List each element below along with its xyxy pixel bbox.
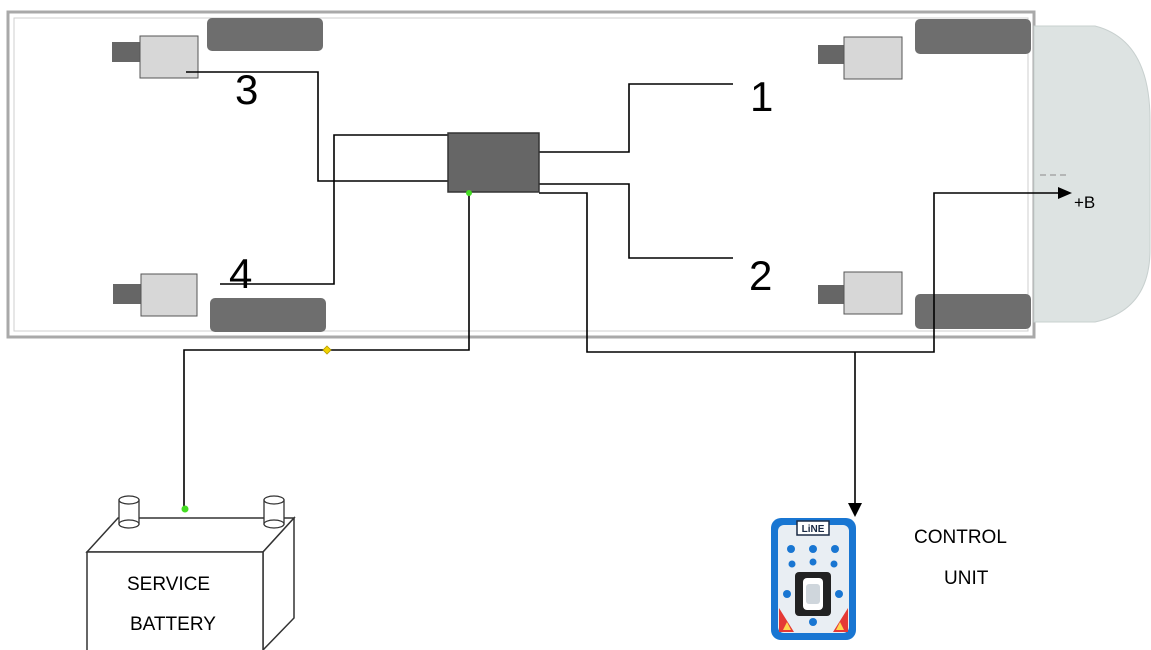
control-panel-brand: LiNE — [802, 524, 825, 535]
wiring — [183, 71, 1063, 509]
battery-label-line2: BATTERY — [130, 614, 216, 635]
warning-icon — [833, 608, 848, 632]
leg-label-3: 3 — [235, 66, 258, 113]
control-label-line2: UNIT — [944, 568, 989, 589]
jack-1 — [818, 36, 903, 80]
panel-button — [809, 618, 817, 626]
wire-leg-1 — [539, 83, 733, 153]
wire-control-supply — [539, 192, 1063, 353]
warning-icon — [836, 622, 844, 630]
supply-label: +B — [1074, 193, 1095, 212]
service-battery: SERVICE BATTERY — [85, 495, 296, 650]
indicator-light — [788, 560, 796, 568]
battery-label-line1: SERVICE — [127, 574, 210, 595]
wire-leg-2 — [539, 183, 733, 259]
wheel-rear-right — [210, 298, 326, 332]
indicator-light — [809, 545, 817, 553]
hydraulic-pump-unit — [447, 132, 540, 193]
wheel-front-left — [915, 19, 1031, 54]
warning-icon — [779, 608, 794, 632]
battery-terminal-positive — [263, 495, 285, 529]
jack-2 — [818, 271, 903, 315]
control-unit-arrowhead — [848, 503, 862, 517]
jack-4 — [113, 273, 198, 317]
wheel-rear-left — [207, 18, 323, 51]
fuse-marker — [322, 345, 332, 355]
wire-jack-4 — [220, 134, 448, 285]
battery-terminal-negative — [118, 495, 140, 529]
leg-label-1: 1 — [750, 73, 773, 120]
leg-label-2: 2 — [749, 252, 772, 299]
indicator-light — [809, 558, 817, 566]
jack-3 — [112, 35, 199, 79]
control-label-line1: CONTROL — [914, 527, 1007, 548]
panel-button — [835, 590, 843, 598]
control-panel-logo-box — [796, 520, 830, 536]
warning-icon — [783, 622, 791, 630]
battery-connection-dot — [181, 505, 189, 513]
wire-jack-3 — [186, 71, 448, 182]
leg-label-4: 4 — [229, 250, 252, 297]
control-unit-panel: LiNE — [771, 518, 856, 640]
indicator-light — [787, 545, 795, 553]
vehicle-cab — [1033, 25, 1151, 323]
panel-button — [783, 590, 791, 598]
wheel-front-right — [915, 294, 1031, 329]
indicator-light — [830, 560, 838, 568]
pump-connection-dot — [466, 190, 472, 196]
plus-b-arrowhead — [1058, 187, 1072, 199]
indicator-light — [831, 545, 839, 553]
